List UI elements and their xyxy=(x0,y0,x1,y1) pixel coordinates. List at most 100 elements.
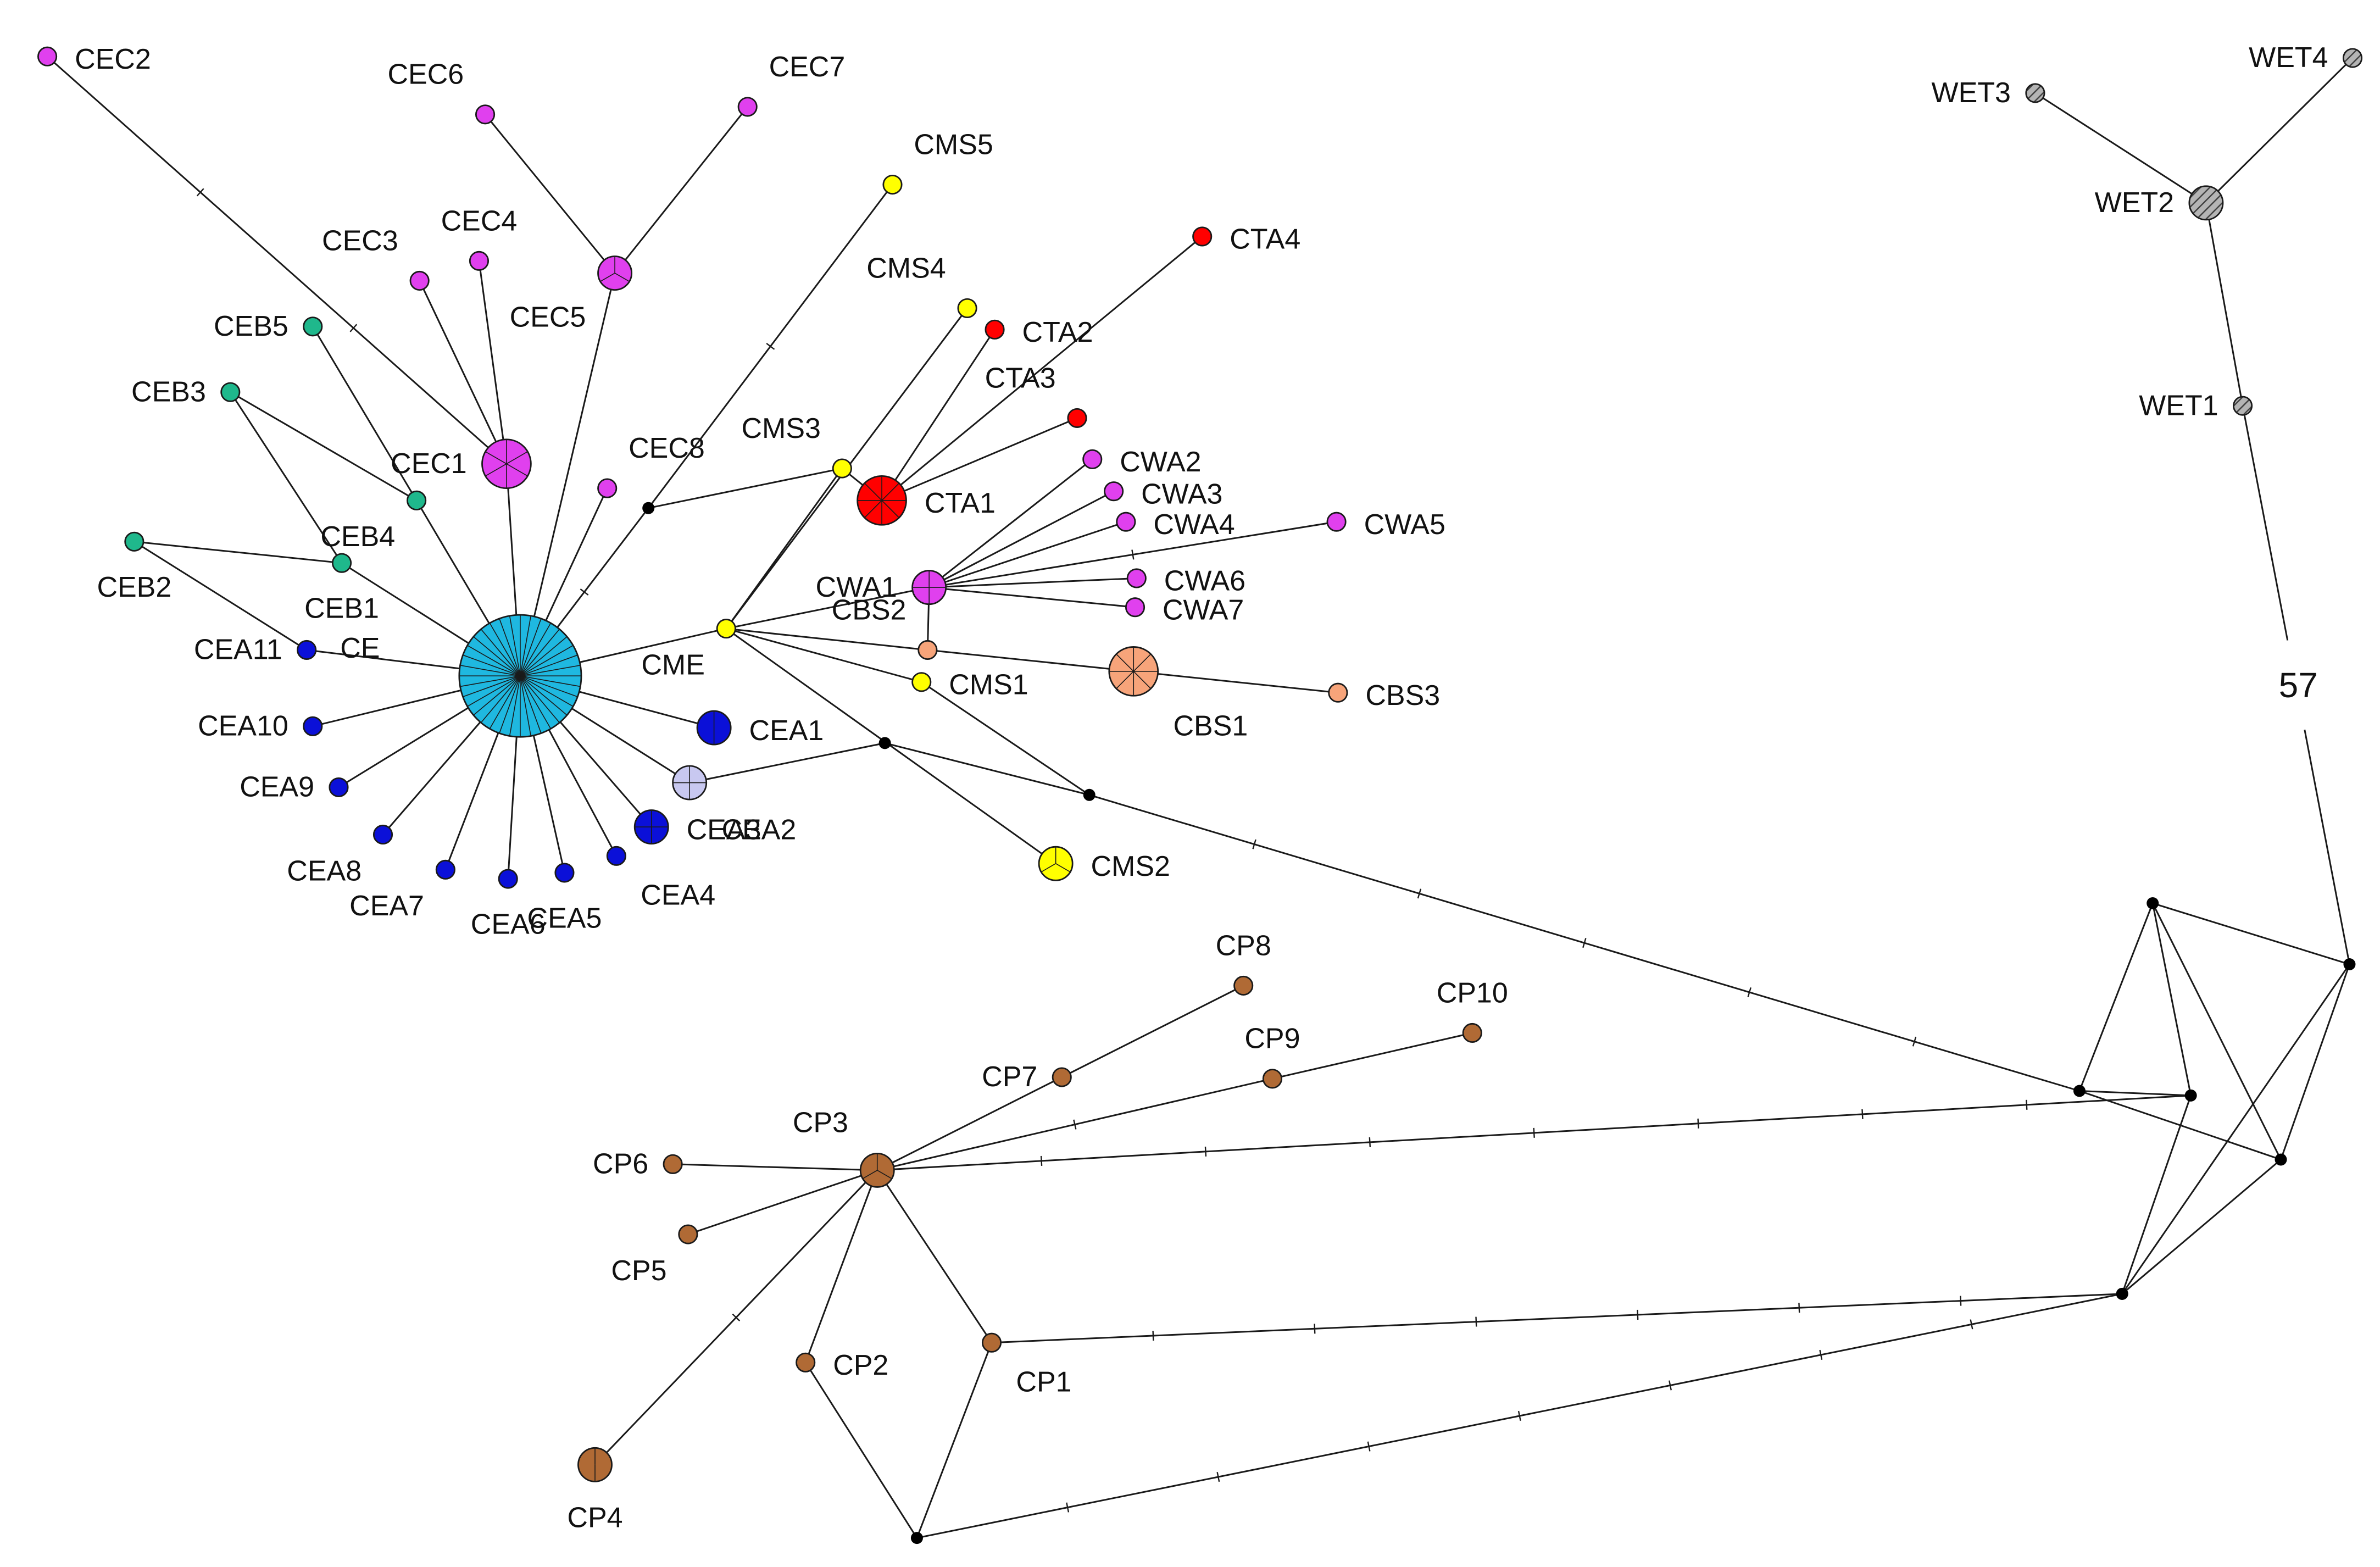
haplotype-node-cec5[interactable] xyxy=(597,255,633,291)
haplotype-circle xyxy=(985,319,1005,340)
haplotype-node-cec1[interactable] xyxy=(481,438,532,490)
haplotype-node-ceb3[interactable] xyxy=(220,382,241,402)
edge-CWA1-CWA2 xyxy=(928,458,1093,588)
node-label-ceb3: CEB3 xyxy=(131,376,206,408)
haplotype-node-cp3[interactable] xyxy=(859,1152,895,1188)
haplotype-wedge xyxy=(520,675,552,729)
haplotype-node-cwa5[interactable] xyxy=(1326,512,1347,532)
haplotype-node-cec4[interactable] xyxy=(469,251,490,271)
haplotype-node-cea3[interactable] xyxy=(633,809,669,845)
node-label-cec4: CEC4 xyxy=(441,205,518,237)
haplotype-node-cp1[interactable] xyxy=(981,1332,1002,1353)
haplotype-circle xyxy=(981,1332,1002,1353)
mutation-tick xyxy=(1669,1380,1672,1391)
haplotype-node-cwa6[interactable] xyxy=(1126,568,1147,588)
haplotype-node-cme[interactable] xyxy=(716,619,736,639)
haplotype-node-cp9[interactable] xyxy=(1262,1069,1283,1089)
haplotype-node-cea6[interactable] xyxy=(498,869,518,889)
haplotype-node-ceb4[interactable] xyxy=(407,490,427,510)
mutation-tick xyxy=(1066,1502,1070,1513)
haplotype-node-cta1[interactable] xyxy=(857,475,907,526)
haplotype-node-cp2[interactable] xyxy=(796,1352,816,1372)
node-label-cea8: CEA8 xyxy=(287,855,362,887)
haplotype-node-cec2[interactable] xyxy=(37,46,58,66)
haplotype-node-cea2[interactable] xyxy=(672,765,708,801)
haplotype-node-cwa3[interactable] xyxy=(1104,481,1124,502)
haplotype-node-cwa4[interactable] xyxy=(1116,512,1136,532)
haplotype-node-cp10[interactable] xyxy=(1462,1023,1482,1043)
haplotype-node-cp4[interactable] xyxy=(577,1447,613,1482)
haplotype-node-wet4[interactable] xyxy=(2342,48,2363,68)
haplotype-node-cms2[interactable] xyxy=(1038,846,1074,881)
haplotype-node-cec7[interactable] xyxy=(737,97,758,117)
edge-CME-CWA1 xyxy=(726,586,930,630)
haplotype-node-cms5[interactable] xyxy=(882,174,903,195)
haplotype-wedge xyxy=(467,675,521,707)
edge-CMS1-mv3 xyxy=(921,681,1090,796)
haplotype-node-cp6[interactable] xyxy=(663,1154,683,1174)
haplotype-node-cta4[interactable] xyxy=(1192,226,1213,247)
haplotype-node-ce[interactable] xyxy=(458,614,582,738)
haplotype-circle xyxy=(1126,568,1147,588)
edge-CEA11-CEB2 xyxy=(134,541,307,651)
edge-WET2-WET4 xyxy=(2205,57,2354,204)
node-label-cta2: CTA2 xyxy=(1022,316,1093,348)
haplotype-node-wet2[interactable] xyxy=(2188,185,2224,221)
haplotype-wedge xyxy=(881,482,900,501)
haplotype-node-cbs2[interactable] xyxy=(917,640,938,660)
haplotype-node-cta3[interactable] xyxy=(1067,408,1087,428)
haplotype-node-cwa1[interactable] xyxy=(911,570,947,605)
haplotype-circle xyxy=(498,869,518,889)
haplotype-circle xyxy=(1116,512,1136,532)
haplotype-circle xyxy=(882,174,903,195)
haplotype-circle xyxy=(1328,682,1348,703)
node-layer xyxy=(37,46,2363,1544)
haplotype-node-cea5[interactable] xyxy=(554,863,575,883)
haplotype-circle xyxy=(1082,449,1103,469)
haplotype-circle xyxy=(37,46,58,66)
haplotype-node-ceb2[interactable] xyxy=(124,531,144,552)
haplotype-node-cwa2[interactable] xyxy=(1082,449,1103,469)
edge-CBS2-CBS1 xyxy=(927,649,1134,673)
haplotype-node-cea10[interactable] xyxy=(303,716,323,736)
haplotype-wedge xyxy=(1133,671,1152,689)
haplotype-node-wet3[interactable] xyxy=(2025,83,2045,103)
haplotype-node-ceb5[interactable] xyxy=(303,316,323,337)
haplotype-node-cec6[interactable] xyxy=(475,104,496,125)
haplotype-node-cwa7[interactable] xyxy=(1125,597,1145,618)
haplotype-node-cbs1[interactable] xyxy=(1108,646,1159,697)
haplotype-node-cta2[interactable] xyxy=(985,319,1005,340)
haplotype-node-cec3[interactable] xyxy=(409,270,430,291)
haplotype-node-cms3[interactable] xyxy=(832,458,852,479)
haplotype-node-cea11[interactable] xyxy=(297,640,317,660)
haplotype-node-cp5[interactable] xyxy=(678,1224,698,1244)
haplotype-node-cea8[interactable] xyxy=(372,824,393,845)
edge-mv6-mv7 xyxy=(2280,964,2350,1160)
node-label-wet4: WET4 xyxy=(2249,42,2328,74)
haplotype-circle xyxy=(917,640,938,660)
haplotype-node-ceb1[interactable] xyxy=(331,553,352,573)
edge-mv1-CMS3 xyxy=(648,468,843,509)
haplotype-node-cec8[interactable] xyxy=(597,478,618,498)
haplotype-circle xyxy=(2188,185,2224,221)
haplotype-circle xyxy=(435,859,455,880)
haplotype-node-cea9[interactable] xyxy=(329,777,349,797)
haplotype-wedge xyxy=(463,654,521,676)
node-label-cec5: CEC5 xyxy=(510,301,586,333)
node-label-cea1: CEA1 xyxy=(749,715,824,747)
node-label-ceb4: CEB4 xyxy=(320,521,395,553)
haplotype-node-wet1[interactable] xyxy=(2233,396,2253,416)
haplotype-node-cbs3[interactable] xyxy=(1328,682,1348,703)
edge-WET1-WET2 xyxy=(2205,203,2244,406)
haplotype-node-cms1[interactable] xyxy=(911,672,932,692)
haplotype-node-cp7[interactable] xyxy=(1052,1067,1072,1087)
haplotype-node-cp8[interactable] xyxy=(1233,975,1254,996)
haplotype-node-cea4[interactable] xyxy=(606,846,626,866)
haplotype-node-cms4[interactable] xyxy=(957,298,977,318)
node-label-cp5: CP5 xyxy=(611,1255,666,1287)
node-label-cwa6: CWA6 xyxy=(1164,565,1245,597)
haplotype-node-cea1[interactable] xyxy=(696,710,732,746)
mutation-tick xyxy=(1204,1146,1207,1157)
node-label-cms5: CMS5 xyxy=(914,129,993,160)
haplotype-node-cea7[interactable] xyxy=(435,859,455,880)
